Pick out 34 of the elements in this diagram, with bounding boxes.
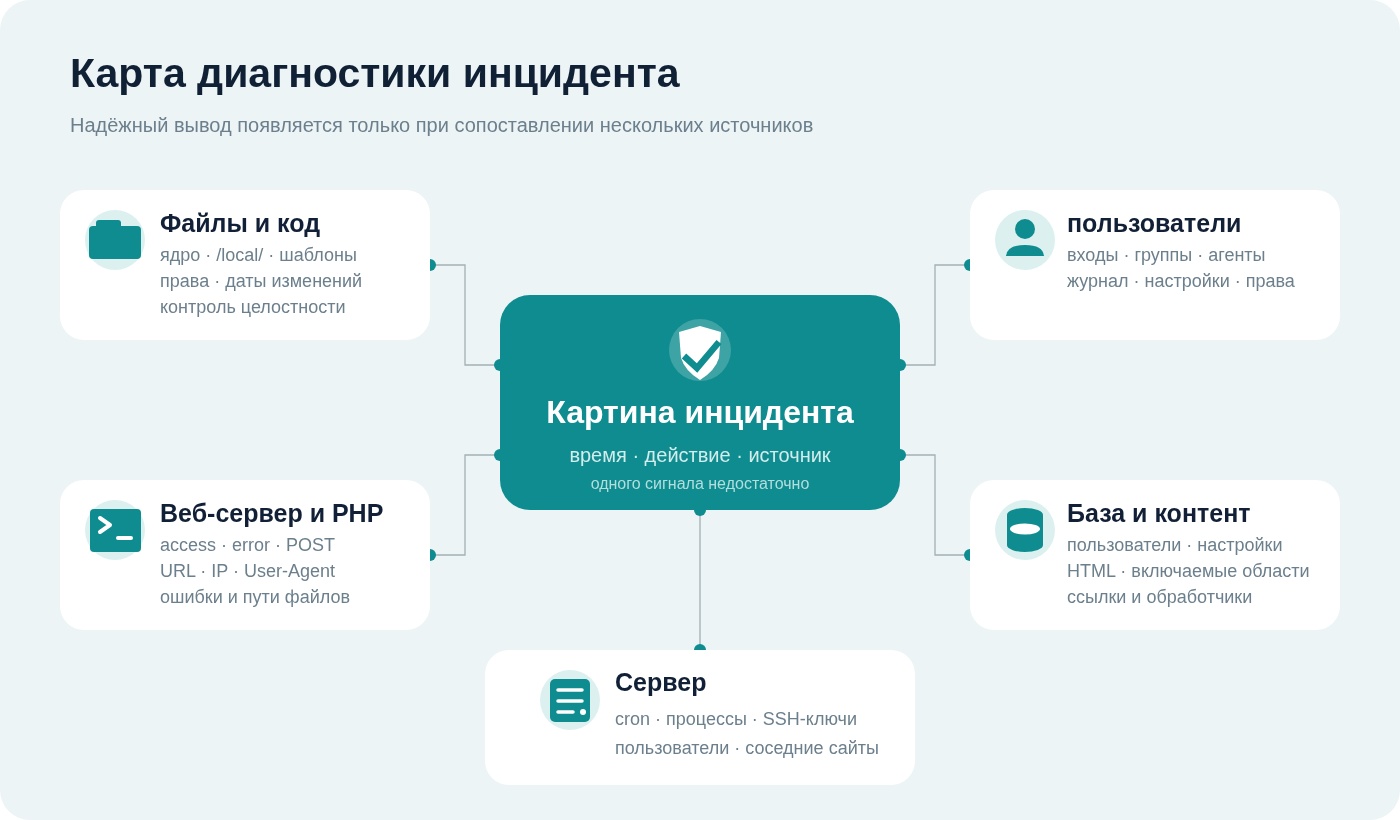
card-text: HTML · включаемые области bbox=[1067, 560, 1310, 583]
card-heading: Веб-сервер и PHP bbox=[160, 498, 384, 528]
connector bbox=[899, 259, 971, 371]
info-card bbox=[485, 650, 915, 785]
connector bbox=[899, 449, 971, 561]
card-heading: Файлы и код bbox=[160, 208, 321, 238]
card-heading: пользователи bbox=[1067, 208, 1242, 238]
card-text: ошибки и пути файлов bbox=[160, 586, 350, 609]
connector bbox=[429, 259, 501, 371]
card-text: ссылки и обработчики bbox=[1067, 586, 1253, 609]
hub-text: время · действие · источник bbox=[569, 443, 831, 468]
card-text: права · даты изменений bbox=[160, 270, 363, 293]
card-text: пользователи · соседние сайты bbox=[615, 737, 879, 760]
card-text: контроль целостности bbox=[160, 296, 346, 319]
hub-heading: Картина инцидента bbox=[546, 393, 854, 432]
info-card bbox=[970, 480, 1340, 630]
card-text: access · error · POST bbox=[160, 534, 336, 557]
info-card bbox=[970, 190, 1340, 340]
card-text: ядро · /local/ · шаблоны bbox=[160, 244, 357, 267]
card-heading: База и контент bbox=[1067, 498, 1251, 528]
card-text: cron · процессы · SSH-ключи bbox=[615, 708, 857, 731]
info-card bbox=[60, 190, 430, 340]
subtitle: Надёжный вывод появляется только при сопоставлении нескольких источников bbox=[70, 113, 814, 138]
card-heading: Сервер bbox=[615, 667, 707, 697]
hub-note: одного сигнала недостаточно bbox=[590, 474, 810, 494]
title: Карта диагностики инцидента bbox=[70, 49, 680, 98]
card-text: входы · группы · агенты bbox=[1067, 244, 1266, 267]
card-text: пользователи · настройки bbox=[1067, 534, 1283, 557]
hub-card bbox=[500, 295, 900, 510]
connector bbox=[429, 449, 501, 561]
connector bbox=[694, 509, 706, 651]
info-card bbox=[60, 480, 430, 630]
card-text: URL · IP · User-Agent bbox=[160, 560, 336, 583]
card-text: журнал · настройки · права bbox=[1067, 270, 1295, 293]
